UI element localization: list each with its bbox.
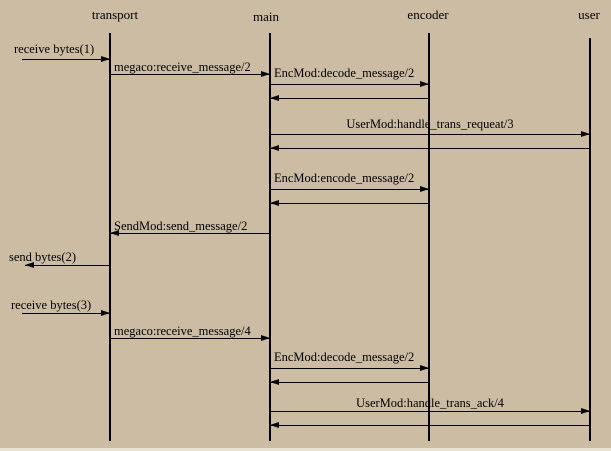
arrowhead-icon — [101, 56, 110, 62]
lifeline-encoder — [428, 33, 430, 441]
message-line — [270, 148, 590, 149]
message-label: receive bytes(1) — [14, 42, 95, 56]
arrowhead-icon — [420, 81, 429, 87]
lifeline-label-transport: transport — [91, 7, 139, 22]
message-label: megaco:receive_message/4 — [114, 324, 251, 338]
message-label: EncMod:decode_message/2 — [274, 350, 415, 364]
message-line — [270, 98, 429, 99]
message-line — [110, 74, 270, 75]
message-label: SendMod:send_message/2 — [114, 219, 248, 233]
lifeline-transport — [109, 33, 111, 441]
message-label: receive bytes(3) — [11, 298, 92, 312]
message-label: UserMod:handle_trans_requeat/3 — [346, 117, 514, 131]
arrowhead-icon — [110, 230, 119, 236]
message-line — [270, 134, 590, 135]
bottom-edge-strip — [0, 448, 611, 451]
message-label: send bytes(2) — [9, 250, 76, 264]
message-line — [110, 338, 270, 339]
arrowhead-icon — [581, 131, 590, 137]
message-line — [110, 233, 270, 234]
lifeline-main — [269, 33, 271, 441]
message-line — [22, 313, 110, 314]
message-line — [22, 59, 110, 60]
arrowhead-icon — [270, 200, 279, 206]
lifeline-label-encoder: encoder — [407, 7, 449, 22]
arrowhead-icon — [270, 422, 279, 428]
message-label: UserMod:handle_trans_ack/4 — [356, 396, 504, 410]
arrowhead-icon — [270, 145, 279, 151]
arrowhead-icon — [420, 186, 429, 192]
lifeline-user — [589, 38, 591, 441]
arrowhead-icon — [270, 379, 279, 385]
arrowhead-icon — [420, 365, 429, 371]
arrowhead-icon — [101, 310, 110, 316]
message-line — [270, 84, 429, 85]
message-label: EncMod:encode_message/2 — [274, 171, 415, 185]
message-label: megaco:receive_message/2 — [114, 60, 251, 74]
arrowhead-icon — [581, 408, 590, 414]
message-line — [270, 189, 429, 190]
arrowhead-icon — [25, 262, 34, 268]
arrowhead-icon — [261, 335, 270, 341]
message-line — [270, 382, 429, 383]
message-line — [270, 368, 429, 369]
message-label: EncMod:decode_message/2 — [274, 66, 415, 80]
message-line — [270, 411, 590, 412]
lifeline-label-user: user — [578, 7, 600, 22]
message-line — [270, 425, 590, 426]
arrowhead-icon — [261, 71, 270, 77]
message-line — [25, 265, 110, 266]
arrowhead-icon — [270, 95, 279, 101]
message-line — [270, 203, 429, 204]
lifeline-label-main: main — [253, 9, 279, 24]
